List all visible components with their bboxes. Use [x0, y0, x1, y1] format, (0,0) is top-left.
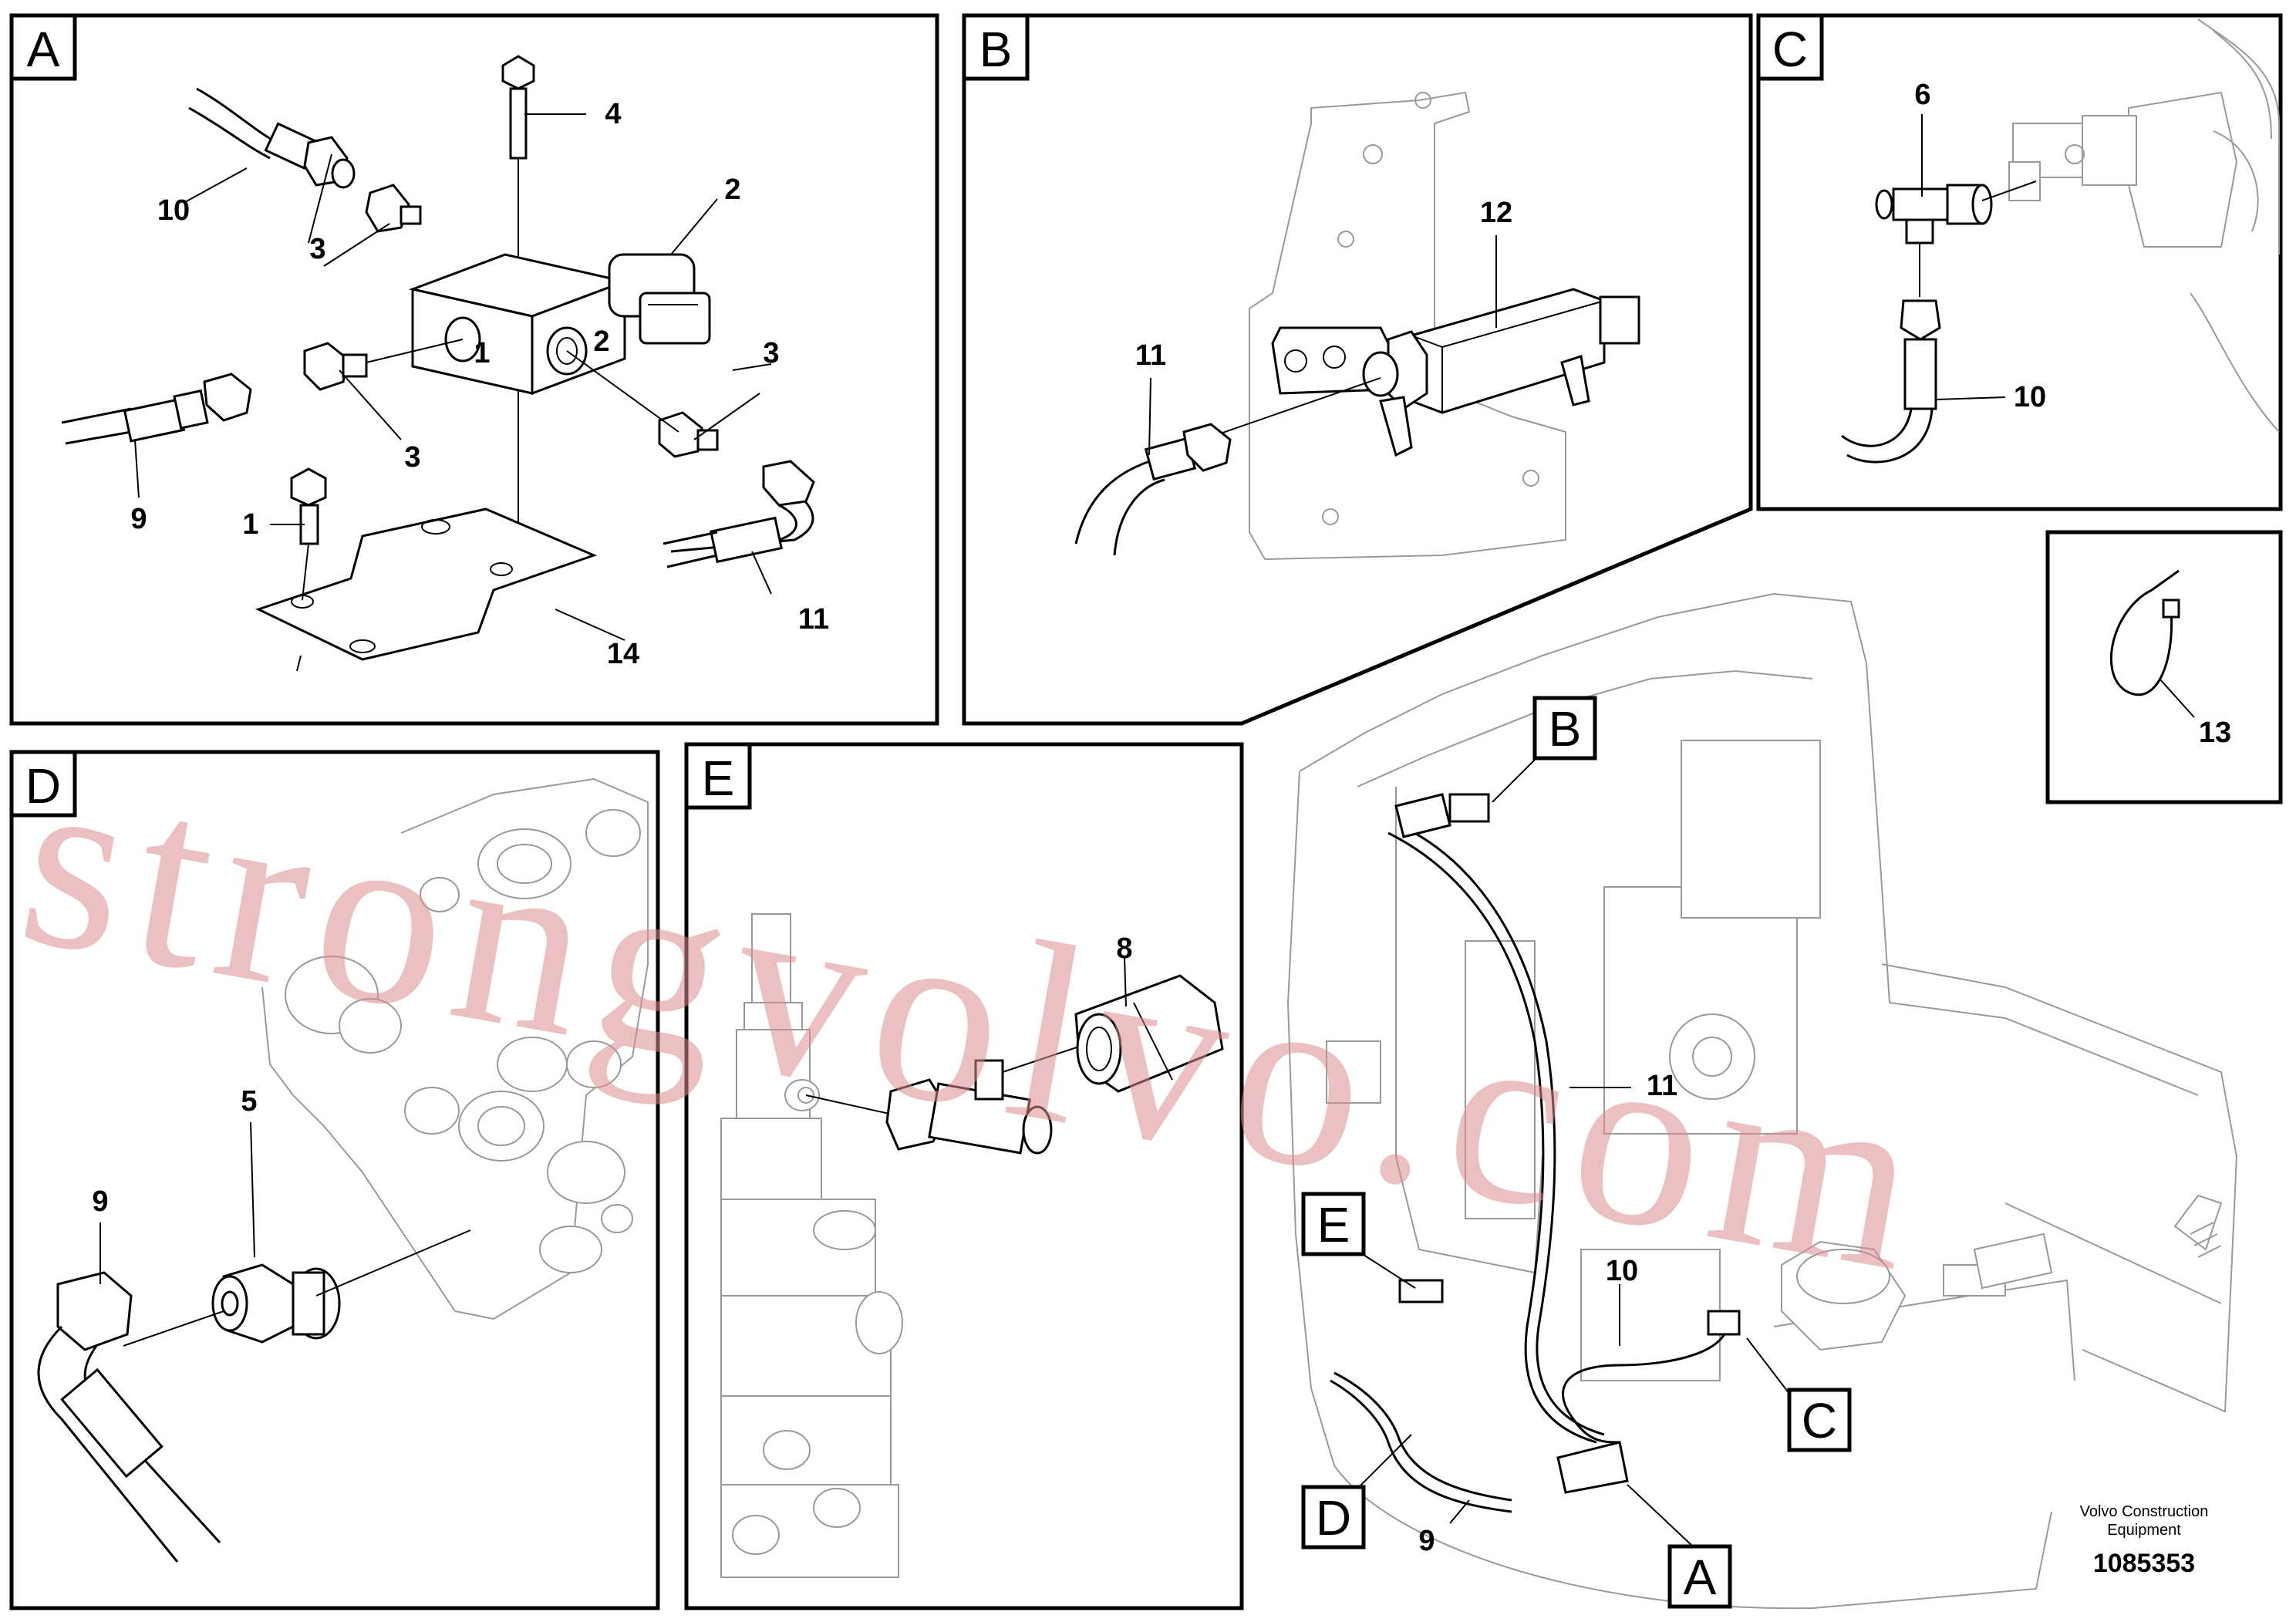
pump-housing-shape [2008, 19, 2280, 433]
callout-10: 10 [157, 194, 190, 227]
solenoid-2-shape [608, 253, 711, 345]
panel-b-letter: B [979, 22, 1013, 77]
panel-d: D [9, 750, 660, 1610]
panel-e: E [684, 742, 1244, 1610]
callout-12: 12 [1480, 197, 1512, 229]
valve-block-shape [408, 253, 629, 396]
callout-3-upper: 3 [309, 233, 325, 265]
callout-4: 4 [605, 98, 621, 130]
overview-callout-11: 11 [1647, 1070, 1677, 1102]
callout-2: 2 [724, 174, 740, 206]
callout-6: 6 [1914, 79, 1930, 111]
callout-11-b: 11 [1135, 339, 1166, 372]
callout-1: 1 [242, 508, 258, 541]
machine-overview: B E C D A 10 11 9 [1286, 592, 2238, 1610]
footer-line-1: Volvo Construction [2079, 1503, 2209, 1520]
overview-callout-10: 10 [1606, 1255, 1638, 1287]
pressure-switch-5-shape [211, 1229, 471, 1344]
callout-11: 11 [798, 603, 829, 636]
port-label-2: 2 [593, 325, 609, 358]
adapter-8-shape [1074, 974, 1224, 1093]
bracket-14-shape [255, 508, 598, 672]
flag-e-letter: E [1317, 1197, 1350, 1253]
flag-a-letter: A [1684, 1549, 1717, 1605]
flag-c-letter: C [1802, 1393, 1837, 1448]
flag-a[interactable]: A [1627, 1484, 1732, 1609]
flag-d[interactable]: D [1301, 1434, 1412, 1549]
panel-c: C 6 10 [1756, 13, 2283, 511]
hose-10-c-shape [1841, 243, 1941, 464]
panel-e-letter: E [702, 750, 735, 806]
hose-10-shape [188, 87, 356, 189]
tee-fitting-6-shape [1875, 180, 2037, 244]
callout-3-right: 3 [763, 337, 779, 369]
callout-14: 14 [607, 638, 639, 670]
port-label-1: 1 [474, 337, 490, 369]
hose-9-shape [61, 373, 252, 445]
document-number: 1085353 [2092, 1549, 2196, 1578]
callout-10-c: 10 [2014, 381, 2046, 413]
callout-9: 9 [130, 503, 147, 535]
overview-callout-9: 9 [1418, 1525, 1435, 1557]
panel-clip: 13 [2045, 530, 2283, 804]
hose-9-d-shape [37, 1271, 224, 1563]
cable-tie-13-shape [2109, 569, 2180, 696]
control-valve-body-shape [261, 777, 649, 1320]
flag-d-letter: D [1316, 1490, 1351, 1546]
flag-b-letter: B [1549, 701, 1582, 757]
flag-b[interactable]: B [1492, 696, 1597, 803]
fitting-3-right-shape [566, 350, 719, 458]
hose-11-shape [663, 460, 815, 568]
switch-12-shape [1191, 288, 1640, 457]
callout-8: 8 [1116, 932, 1132, 965]
panel-a: A [9, 13, 939, 726]
hose-11-b-shape [1074, 423, 1232, 556]
footer-publisher: Volvo Construction Equipment [2036, 1502, 2252, 1539]
flag-c[interactable]: C [1746, 1337, 1852, 1452]
fitting-3-left-shape [303, 339, 464, 391]
callout-3-left: 3 [404, 441, 420, 474]
callout-5: 5 [241, 1085, 257, 1118]
mounting-plate-shape [1249, 91, 1566, 561]
panel-a-letter: A [27, 22, 60, 77]
machine-frame-shape [1286, 592, 2238, 1610]
tee-fitting-e-shape [805, 1040, 1096, 1155]
bolt-1-shape [290, 467, 327, 601]
panel-d-letter: D [25, 758, 61, 814]
flag-e[interactable]: E [1301, 1192, 1416, 1289]
panel-c-letter: C [1772, 22, 1808, 77]
panel-b: B [962, 13, 1753, 726]
fitting-3-upper-shape [365, 184, 422, 233]
valve-stack-shape [720, 913, 903, 1578]
callout-13: 13 [2199, 717, 2231, 749]
callout-9-d: 9 [92, 1185, 108, 1218]
footer-line-2: Equipment [2107, 1522, 2181, 1539]
